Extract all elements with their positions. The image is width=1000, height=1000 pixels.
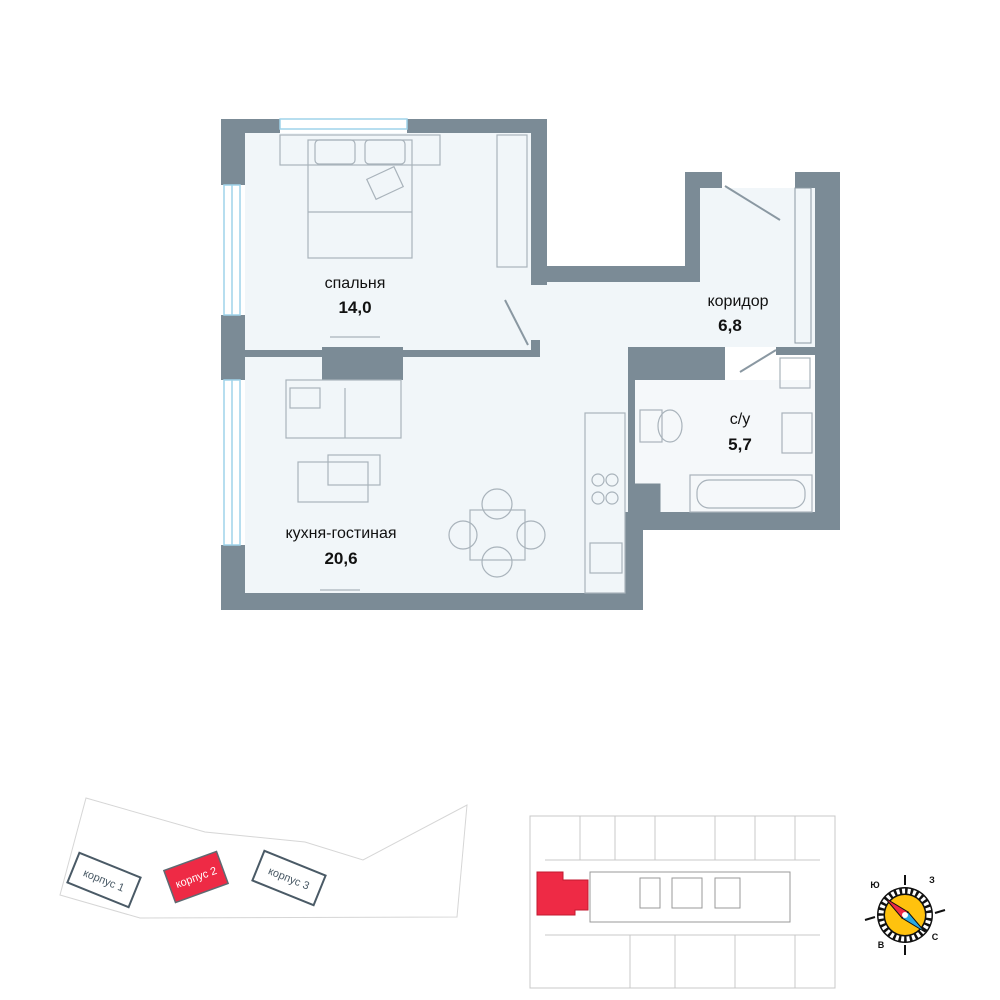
room-name-bathroom: с/у [730, 411, 750, 428]
room-name-bedroom: спальня [325, 275, 386, 292]
furniture [279, 134, 813, 594]
building-2[interactable]: корпус 2 [162, 850, 230, 904]
compass-letter-south: Ю [870, 880, 879, 890]
building-3[interactable]: корпус 3 [251, 849, 327, 907]
site-plan: корпус 1 корпус 2 корпус 3 [59, 797, 468, 919]
room-area-bedroom: 14,0 [338, 298, 371, 317]
compass-letter-east: В [878, 940, 885, 950]
windows [223, 118, 408, 546]
walls [221, 119, 840, 610]
room-area-bathroom: 5,7 [728, 435, 752, 454]
room-area-corridor: 6,8 [718, 316, 742, 335]
building-1[interactable]: корпус 1 [66, 851, 142, 909]
room-area-kitchen-living: 20,6 [324, 549, 357, 568]
doors [504, 185, 812, 373]
floor-area [245, 133, 815, 593]
compass: Ю З В С [864, 875, 946, 955]
bathroom-floor [635, 380, 815, 512]
selected-apartment[interactable] [536, 871, 589, 916]
floor-key-plan [529, 815, 836, 989]
room-name-kitchen-living: кухня-гостиная [285, 525, 396, 542]
room-name-corridor: коридор [707, 293, 768, 310]
compass-letter-north: С [932, 932, 939, 942]
compass-letter-west: З [929, 875, 935, 885]
